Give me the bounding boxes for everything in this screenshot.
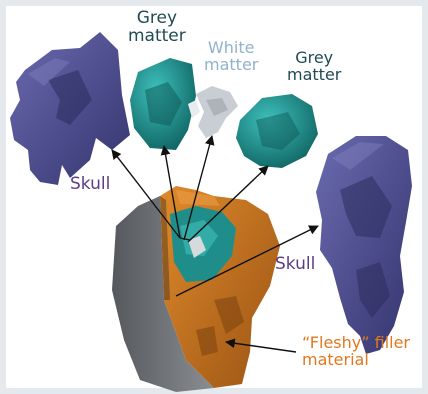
label-white-matter-line2: matter [204,57,258,74]
skull-right-shape [316,136,412,354]
label-grey-matter-left: Grey matter [128,10,186,46]
label-white-matter: White matter [204,40,258,74]
label-grey-matter-right-line2: matter [287,67,341,84]
label-skull-left: Skull [70,176,110,194]
label-grey-matter-right: Grey matter [287,50,341,84]
label-grey-matter-left-line2: matter [128,28,186,46]
label-filler-material: “Fleshy” filler material [302,335,410,369]
label-filler-line2: material [302,352,410,369]
label-skull-right: Skull [275,256,315,274]
